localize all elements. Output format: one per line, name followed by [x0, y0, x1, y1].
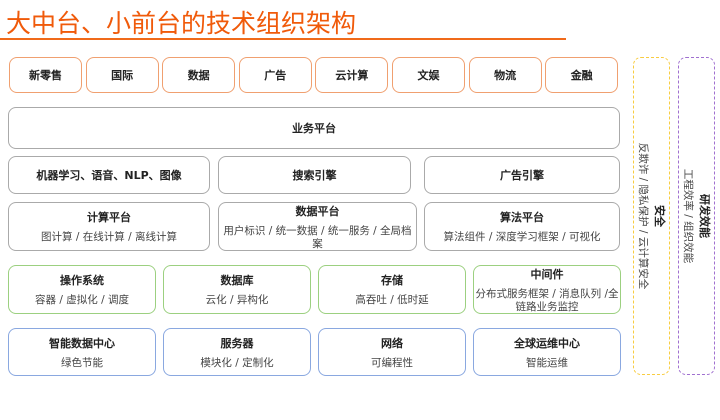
- front-box: 物流: [468, 57, 542, 93]
- security-title: 安全: [652, 205, 666, 227]
- box-subtitle: 分布式服务框架 / 消息队列 /全链路业务监控: [475, 287, 619, 313]
- box-title: 数据平台: [295, 204, 340, 218]
- front-box: 新零售: [9, 57, 82, 93]
- box-subtitle: 绿色节能: [61, 356, 103, 369]
- engine-box: 广告引擎: [424, 156, 620, 194]
- box-title: 中间件: [530, 267, 564, 281]
- hardware-box: 全球运维中心智能运维: [473, 328, 621, 376]
- box-title: 广告: [264, 69, 287, 82]
- box-title: 新零售: [29, 69, 62, 82]
- box-subtitle: 可编程性: [371, 356, 413, 369]
- box-title: 计算平台: [87, 211, 131, 224]
- platform-box: 数据平台用户标识 / 统一数据 / 统一服务 / 全局档案: [218, 202, 417, 251]
- front-box: 云计算: [315, 57, 389, 93]
- business-platform-box: 业务平台: [8, 107, 620, 149]
- box-title: 数据库: [220, 274, 254, 287]
- rd-title: 研发效能: [697, 194, 711, 238]
- box-subtitle: 云化 / 异构化: [205, 294, 269, 306]
- box-title: 机器学习、语音、NLP、图像: [36, 169, 182, 182]
- box-title: 网络: [381, 336, 403, 350]
- box-title: 云计算: [335, 69, 369, 82]
- box-title: 数据: [187, 69, 210, 82]
- security-column: 安全反欺诈 / 隐私保护 / 云计算安全: [633, 57, 670, 375]
- box-title: 智能数据中心: [49, 336, 115, 350]
- box-subtitle: 智能运维: [526, 356, 568, 369]
- engine-box: 搜索引擎: [218, 156, 411, 194]
- box-subtitle: 用户标识 / 统一数据 / 统一服务 / 全局档案: [223, 224, 412, 250]
- box-title: 国际: [111, 69, 134, 82]
- infra-box: 存储高吞吐 / 低时延: [318, 265, 466, 314]
- box-title: 物流: [494, 69, 517, 82]
- box-title: 算法平台: [500, 211, 544, 224]
- front-box: 金融: [545, 57, 619, 93]
- front-box: 数据: [162, 57, 236, 93]
- rd-sub: 工程效率 / 组织效能: [681, 168, 694, 264]
- engine-box: 机器学习、语音、NLP、图像: [8, 156, 210, 194]
- box-subtitle: 高吞吐 / 低时延: [355, 294, 429, 306]
- box-title: 金融: [570, 69, 593, 82]
- title-divider: [0, 38, 566, 40]
- front-box: 国际: [85, 57, 159, 93]
- box-title: 搜索引擎: [292, 169, 337, 182]
- rd-efficiency-column: 研发效能工程效率 / 组织效能: [678, 57, 715, 375]
- infra-box: 操作系统容器 / 虚拟化 / 调度: [8, 265, 156, 314]
- front-box: 广告: [238, 57, 312, 93]
- box-title: 文娱: [417, 69, 440, 82]
- box-subtitle: 算法组件 / 深度学习框架 / 可视化: [443, 231, 601, 243]
- box-subtitle: 容器 / 虚拟化 / 调度: [35, 294, 129, 306]
- page-title: 大中台、小前台的技术组织架构: [6, 9, 357, 38]
- hardware-box: 网络可编程性: [318, 328, 466, 376]
- box-title: 存储: [381, 274, 403, 287]
- hardware-box: 服务器模块化 / 定制化: [163, 328, 311, 376]
- hardware-box: 智能数据中心绿色节能: [8, 328, 156, 376]
- platform-box: 计算平台图计算 / 在线计算 / 离线计算: [8, 202, 210, 251]
- box-title: 全球运维中心: [514, 336, 580, 350]
- box-title: 广告引擎: [500, 169, 544, 182]
- infra-box: 数据库云化 / 异构化: [163, 265, 311, 314]
- front-box: 文娱: [392, 57, 465, 93]
- platform-box: 算法平台算法组件 / 深度学习框架 / 可视化: [424, 202, 620, 251]
- box-title: 服务器: [220, 336, 254, 350]
- security-sub: 反欺诈 / 隐私保护 / 云计算安全: [636, 142, 649, 290]
- box-title: 业务平台: [292, 122, 336, 135]
- box-subtitle: 图计算 / 在线计算 / 离线计算: [41, 231, 177, 243]
- box-subtitle: 模块化 / 定制化: [200, 356, 274, 369]
- box-title: 操作系统: [60, 274, 104, 287]
- infra-box: 中间件分布式服务框架 / 消息队列 /全链路业务监控: [473, 265, 621, 314]
